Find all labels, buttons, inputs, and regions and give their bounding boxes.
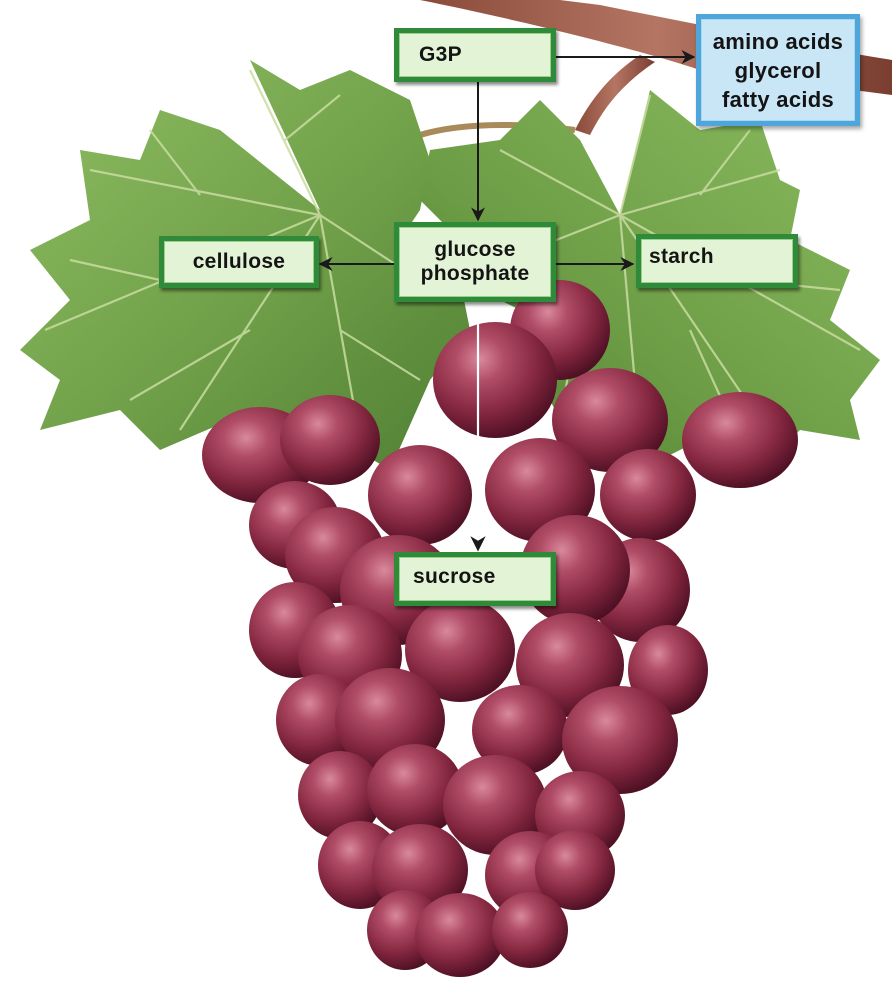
fatty-acids-label: fatty acids: [722, 85, 834, 114]
g3p-box: G3P: [394, 28, 556, 82]
starch-box: starch: [636, 234, 798, 288]
cellulose-label: cellulose: [193, 250, 286, 274]
amino-acids-label: amino acids: [713, 27, 843, 56]
g3p-label: G3P: [419, 43, 462, 67]
glucose-label: glucose: [434, 238, 515, 262]
glycerol-label: glycerol: [735, 56, 822, 85]
phosphate-label: phosphate: [421, 262, 530, 286]
sucrose-box: sucrose: [394, 552, 556, 606]
glucose-phosphate-box: glucose phosphate: [394, 222, 556, 302]
products-box: amino acids glycerol fatty acids: [696, 14, 860, 126]
cellulose-box: cellulose: [159, 236, 319, 288]
starch-label: starch: [649, 245, 714, 269]
sucrose-label: sucrose: [413, 565, 496, 589]
